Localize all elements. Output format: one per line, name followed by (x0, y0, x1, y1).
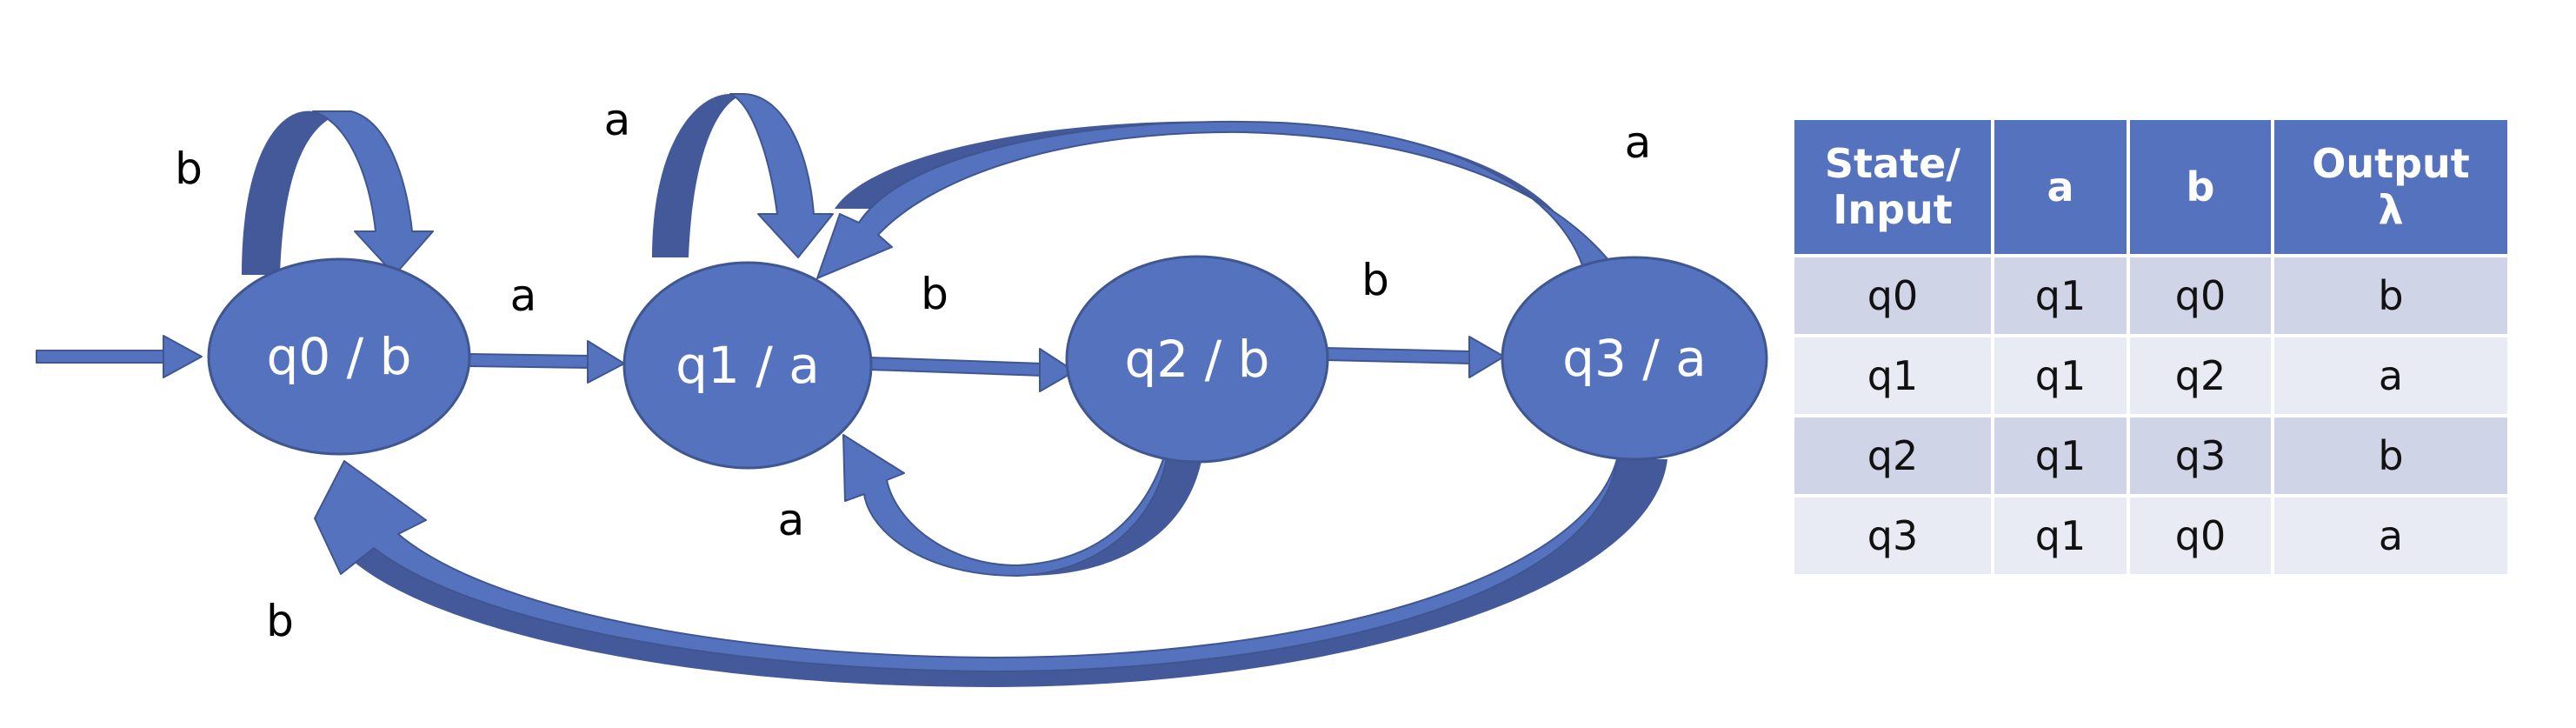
cell-output: b (2271, 254, 2511, 337)
table-row: q2 q1 q3 b (1791, 414, 2511, 498)
edge-q3-q0 (314, 458, 1667, 687)
cell-output: a (2271, 334, 2511, 417)
start-arrow (36, 335, 203, 378)
state-q3: q3 / a (1501, 256, 1768, 461)
cell-next-a: q1 (1991, 414, 2130, 498)
cell-next-a: q1 (1991, 254, 2130, 337)
edge-label-q1-self: a (604, 95, 631, 145)
edge-q1-q2 (869, 348, 1075, 392)
cell-next-b: q3 (2127, 414, 2274, 498)
cell-next-b: q0 (2127, 494, 2274, 578)
cell-next-b: q0 (2127, 254, 2274, 337)
edge-q3-q1 (816, 120, 1627, 284)
state-q3-label: q3 / a (1562, 329, 1707, 388)
table-row: q0 q1 q0 b (1791, 254, 2511, 337)
header-state-input: State/Input (1791, 117, 1994, 257)
cell-state: q2 (1791, 414, 1994, 498)
edge-label-q2-q3: b (1361, 255, 1389, 305)
table-row: q3 q1 q0 a (1791, 494, 2511, 578)
edge-label-q2-q1: a (778, 495, 805, 545)
state-q0: q0 / b (207, 257, 471, 456)
state-q2: q2 / b (1065, 255, 1329, 464)
edge-label-q3-q0: b (266, 596, 294, 646)
state-q0-label: q0 / b (267, 327, 412, 386)
state-q1-label: q1 / a (676, 336, 820, 395)
edge-label-q1-q2: b (921, 269, 949, 319)
edge-label-q0-self: b (175, 144, 203, 194)
edge-q0-q1 (469, 340, 625, 384)
header-input-a: a (1991, 117, 2130, 257)
state-q1: q1 / a (622, 261, 873, 470)
cell-output: a (2271, 494, 2511, 578)
edge-label-q0-q1: a (510, 270, 537, 321)
state-q2-label: q2 / b (1125, 330, 1270, 389)
cell-state: q1 (1791, 334, 1994, 417)
cell-state: q0 (1791, 254, 1994, 337)
header-input-b: b (2127, 117, 2274, 257)
edge-label-q3-q1: a (1625, 117, 1652, 168)
edge-q2-q3 (1325, 336, 1505, 378)
cell-output: b (2271, 414, 2511, 498)
edge-q0-self-loop (242, 110, 434, 276)
cell-next-a: q1 (1991, 494, 2130, 578)
cell-state: q3 (1791, 494, 1994, 578)
cell-next-b: q2 (2127, 334, 2274, 417)
cell-next-a: q1 (1991, 334, 2130, 417)
edge-q1-self-loop (652, 93, 834, 258)
table-row: q1 q1 q2 a (1791, 334, 2511, 417)
